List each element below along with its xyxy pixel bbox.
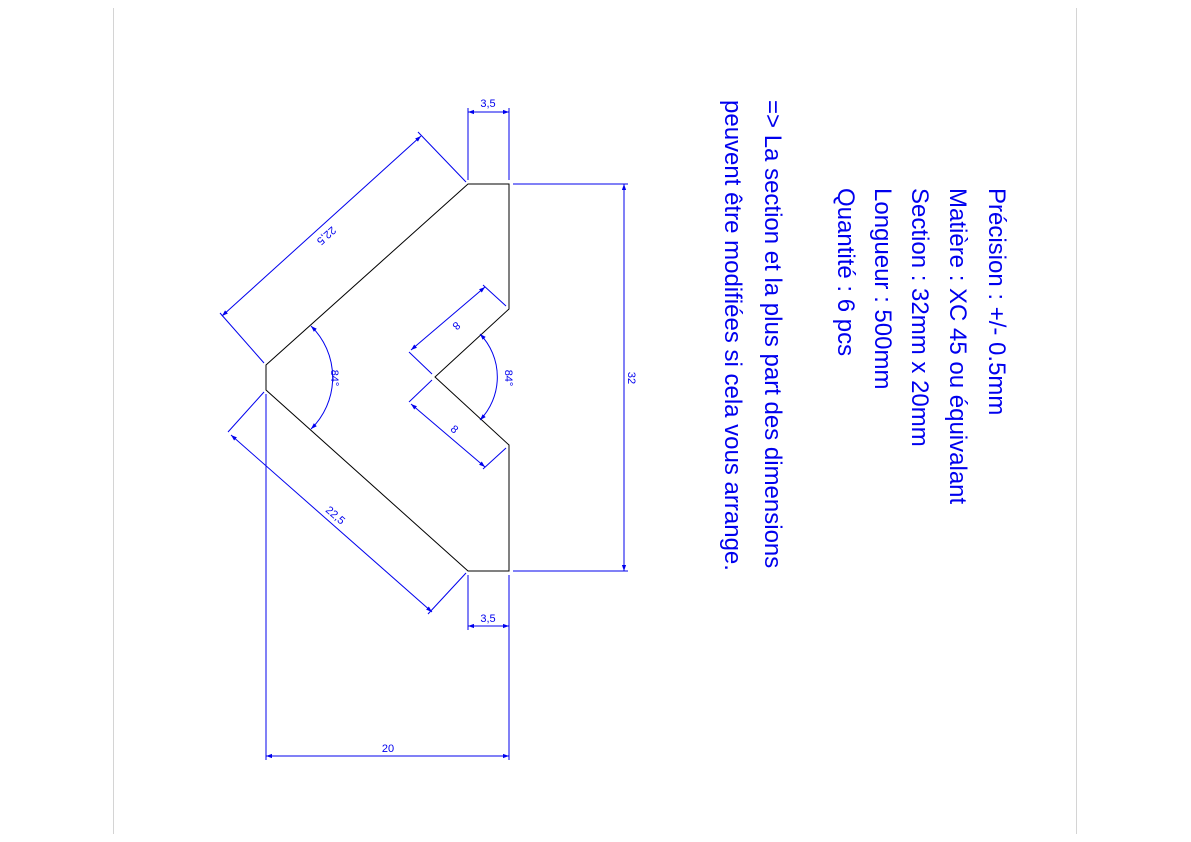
dim-line-notch-bottom: [410, 403, 486, 468]
dim-text-arm-top: 22,5: [314, 224, 338, 247]
spec-block: Précision : +/- 0.5mm Matière : XC 45 ou…: [719, 100, 1010, 571]
dim-arc-angle-outer: [310, 325, 334, 430]
dim-line-notch-top: [410, 286, 486, 351]
dim-line-arm-top: [221, 135, 422, 317]
dim-text-width: 20: [382, 743, 394, 755]
spec-material: Matière : XC 45 ou équivalant: [944, 188, 971, 505]
spec-length: Longueur : 500mm: [869, 188, 896, 389]
frame-right-line: [1076, 8, 1077, 834]
note-line-2: peuvent être modifiées si cela vous arra…: [719, 100, 746, 571]
part-outline: [265, 183, 510, 572]
dim-text-flat-top: 3,5: [480, 98, 495, 110]
dim-arc-angle-inner: [479, 333, 498, 421]
dim-text-notch-bottom: 8: [448, 423, 460, 436]
extension-lines: [219, 108, 628, 760]
note-line-1: => La section et la plus part des dimens…: [759, 100, 786, 568]
dim-line-arm-bottom: [230, 434, 433, 613]
dim-text-notch-top: 8: [450, 319, 463, 332]
dim-text-arm-bottom: 22,5: [323, 504, 347, 527]
frame-left-line: [113, 8, 114, 834]
dim-text-flat-bottom: 3,5: [480, 613, 495, 625]
spec-quantity: Quantité : 6 pcs: [832, 188, 859, 356]
dim-text-height: 32: [625, 372, 637, 384]
dim-text-angle-outer: 84°: [328, 370, 340, 387]
spec-precision: Précision : +/- 0.5mm: [983, 188, 1010, 415]
dim-text-angle-inner: 84°: [502, 370, 514, 387]
spec-section: Section : 32mm x 20mm: [906, 188, 933, 447]
dimension-lines: [221, 109, 627, 759]
